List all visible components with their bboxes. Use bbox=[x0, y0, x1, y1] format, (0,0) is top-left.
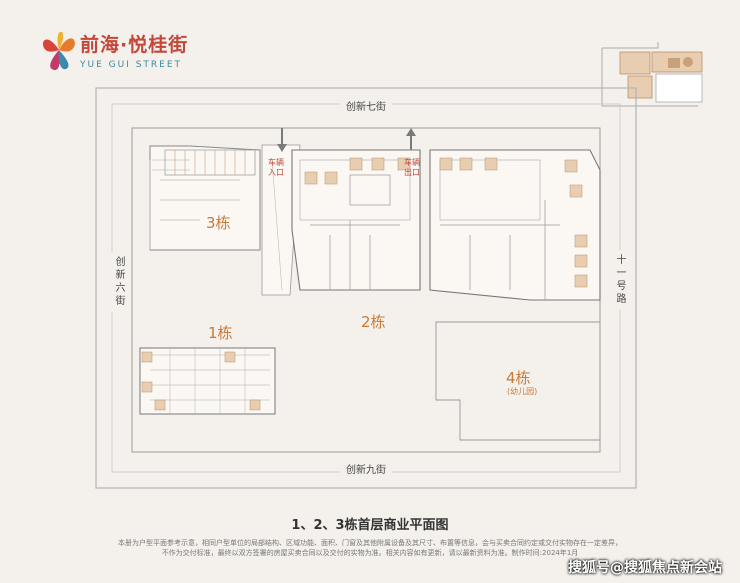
building-4-sublabel: (幼儿园) bbox=[507, 387, 538, 396]
street-label-north: 创新七街 bbox=[340, 98, 392, 113]
plan-title: 1、2、3栋首层商业平面图 bbox=[291, 518, 449, 533]
key-plan-minimap bbox=[601, 42, 703, 107]
street-label-west: 创新六街 bbox=[111, 252, 126, 312]
building-2-label: 2栋 bbox=[361, 313, 386, 331]
outer-road-boundary bbox=[95, 87, 637, 489]
disclaimer: 本册为户型平面参考示意，相同户型单位的局部结构、区域功能、面积、门窗及其他附属设… bbox=[100, 538, 640, 558]
brand-name: 前海·悦桂街 bbox=[80, 34, 189, 56]
disclaimer-line-1: 本册为户型平面参考示意，相同户型单位的局部结构、区域功能、面积、门窗及其他附属设… bbox=[118, 539, 622, 547]
building-4-outline bbox=[435, 321, 601, 441]
exit-arrow-icon bbox=[406, 128, 416, 150]
building-3-label: 3栋 bbox=[206, 214, 231, 232]
logo-flower-icon bbox=[42, 31, 75, 71]
building-2-west-wing bbox=[291, 149, 421, 291]
ramp bbox=[261, 144, 301, 296]
building-1-plan bbox=[139, 347, 276, 415]
watermark: 搜狐号@搜狐焦点新会站 bbox=[568, 560, 722, 576]
street-label-east: 十一号路 bbox=[612, 250, 627, 310]
street-label-south: 创新九街 bbox=[340, 461, 392, 476]
vehicle-entrance-label: 车辆 入口 bbox=[268, 158, 284, 177]
building-4-label: 4栋 bbox=[506, 369, 531, 387]
disclaimer-line-2: 不作为交付标准，最终以双方签署的房屋买卖合同以及交付的实物为准。相关内容如有更新… bbox=[161, 549, 579, 557]
vehicle-exit-label: 车辆 出口 bbox=[404, 158, 420, 177]
building-3-plan bbox=[149, 145, 261, 251]
entry-arrow-icon bbox=[277, 128, 287, 152]
building-2-east-wing bbox=[429, 149, 601, 301]
brand-subtitle: YUE GUI STREET bbox=[80, 60, 183, 70]
building-1-label: 1栋 bbox=[208, 324, 233, 342]
